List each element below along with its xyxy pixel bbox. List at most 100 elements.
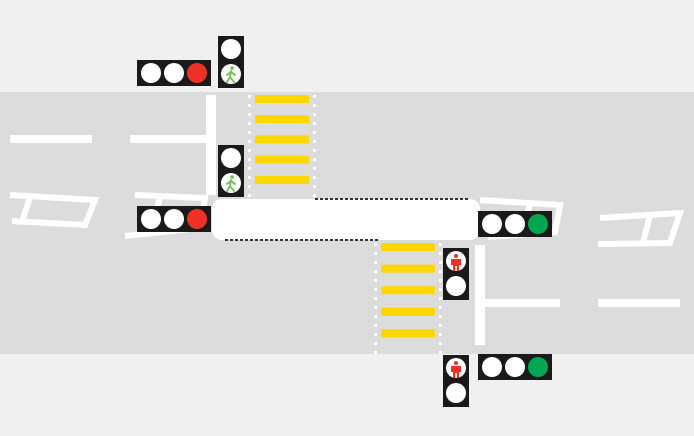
lane-markings — [10, 95, 680, 345]
lane-line — [130, 135, 212, 143]
signal-lamp-off — [164, 63, 184, 83]
crossing-stud — [248, 158, 251, 161]
signal-lamp-green — [528, 214, 548, 234]
crossing-stud — [374, 351, 377, 354]
crossing-stud — [248, 176, 251, 179]
crossing-stud — [313, 140, 316, 143]
pedestrian-signal-bottom — [443, 355, 469, 407]
figure-head — [230, 175, 234, 179]
crossing-stud — [374, 288, 377, 291]
pavement-bottom — [0, 354, 694, 436]
crossing-stud — [374, 333, 377, 336]
signal-lamp-off — [141, 209, 161, 229]
zebra-stripe — [255, 175, 309, 184]
zebra-stripe — [255, 135, 309, 144]
standing-person-icon — [451, 361, 461, 378]
signal-lamp-off — [141, 63, 161, 83]
crossing-stud — [313, 167, 316, 170]
walking-person-icon — [226, 175, 236, 192]
central-island — [212, 199, 480, 240]
crossing-stud — [248, 167, 251, 170]
zebra-stripe — [255, 115, 309, 124]
crossing-stud — [374, 342, 377, 345]
crossing-stud — [374, 324, 377, 327]
signal-lamp-off — [164, 209, 184, 229]
crossing-stud — [439, 288, 442, 291]
zebra-stripe — [381, 307, 435, 316]
crossing-stud — [313, 131, 316, 134]
crossing-stud — [439, 261, 442, 264]
figure-leg — [453, 266, 456, 271]
crossing-stud — [248, 185, 251, 188]
signal-lamp-green — [528, 357, 548, 377]
crossing-stud — [248, 131, 251, 134]
vehicle-signal-top-left — [137, 60, 211, 86]
crossing-stud — [374, 306, 377, 309]
ped-lamp-upper — [221, 39, 241, 59]
crossing-stud — [248, 122, 251, 125]
box-marking — [640, 214, 653, 244]
zebra-stripe — [381, 243, 435, 251]
crossing-stud — [374, 297, 377, 300]
crossing-stud — [248, 149, 251, 152]
figure-arm — [451, 366, 453, 372]
figure-arm — [451, 259, 453, 265]
figure-leg — [453, 373, 456, 378]
crossing-stud — [313, 194, 316, 197]
pedestrian-signal-top — [218, 36, 244, 88]
crossing-stud — [374, 261, 377, 264]
signal-lamp-off — [482, 214, 502, 234]
standing-person-icon — [451, 254, 461, 271]
zebra-stripe — [255, 95, 309, 103]
crossing-stud — [313, 176, 316, 179]
figure-torso — [453, 366, 459, 373]
signal-lamp-off — [505, 357, 525, 377]
upper-zebra-crossing — [248, 95, 316, 197]
ped-lamp-upper — [221, 148, 241, 168]
crossing-stud — [439, 324, 442, 327]
lower-zebra-crossing — [374, 243, 442, 354]
figure-head — [454, 254, 458, 258]
crossing-stud — [313, 104, 316, 107]
crossing-stud — [313, 185, 316, 188]
figure-leg — [456, 266, 459, 271]
crossing-stud — [439, 297, 442, 300]
crossing-stud — [374, 315, 377, 318]
crossing-stud — [439, 243, 442, 246]
figure-body — [226, 70, 236, 83]
zebra-stripe — [381, 264, 435, 273]
box-marking — [597, 209, 685, 247]
ped-lamp-lower — [446, 276, 466, 296]
box-marking — [9, 192, 100, 229]
crossing-stud — [439, 279, 442, 282]
crossing-stud — [313, 158, 316, 161]
stop-line-lower — [475, 245, 485, 345]
lane-line — [598, 299, 680, 307]
crossing-stud — [248, 113, 251, 116]
crossing-stud — [374, 279, 377, 282]
crossing-stud — [439, 306, 442, 309]
pedestrian-signal-island-upper — [218, 145, 244, 197]
crossing-stud — [313, 149, 316, 152]
vehicle-signal-island-right — [478, 211, 552, 237]
zebra-stripe — [381, 286, 435, 295]
crossing-stud — [313, 95, 316, 98]
figure-arm — [459, 259, 461, 265]
crossing-stud — [313, 122, 316, 125]
crossing-stud — [439, 270, 442, 273]
vehicle-signal-bottom-right — [478, 354, 552, 380]
figure-body — [226, 179, 236, 192]
figure-head — [230, 66, 234, 70]
signal-lamp-red — [187, 63, 207, 83]
ped-lamp-lower — [446, 383, 466, 403]
box-marking — [19, 196, 33, 223]
figure-leg — [456, 373, 459, 378]
crossing-stud — [374, 243, 377, 246]
crossing-stud — [374, 270, 377, 273]
stop-line-upper — [206, 95, 216, 195]
figure-head — [454, 361, 458, 365]
walking-person-icon — [226, 66, 236, 83]
crossing-stud — [439, 315, 442, 318]
vehicle-signal-island-left — [137, 206, 211, 232]
zebra-stripe — [381, 329, 435, 338]
